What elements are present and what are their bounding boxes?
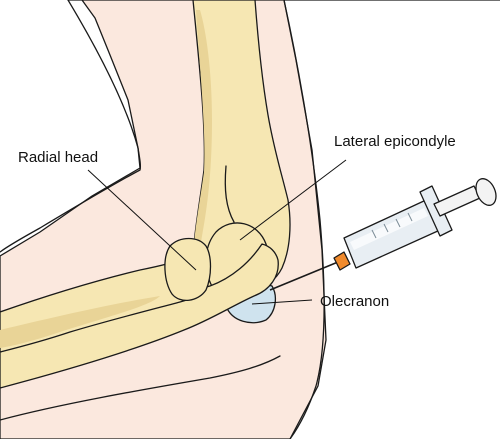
forearm-bones — [0, 237, 279, 389]
syringe-needle — [269, 261, 339, 291]
forearm-lower-edge — [0, 355, 281, 421]
syringe — [269, 178, 497, 291]
leader-olecranon — [251, 299, 313, 305]
syringe-flange — [419, 185, 453, 237]
radial-head-bone — [164, 237, 212, 301]
syringe-graduations — [371, 212, 413, 239]
humerus-shadow — [192, 10, 214, 290]
syringe-plunger-rod — [433, 185, 481, 217]
label-olecranon: Olecranon — [320, 293, 389, 310]
label-radial-head: Radial head — [18, 149, 98, 166]
needle-hub — [333, 251, 351, 271]
syringe-thumb-rest — [475, 178, 497, 206]
radial-head-shadow — [0, 296, 160, 348]
leader-lateral-epicondyle — [239, 159, 347, 241]
leader-radial-head — [87, 169, 197, 271]
trochlea-groove — [224, 165, 235, 223]
elbow-outer-edge — [283, 0, 325, 439]
syringe-barrel — [343, 199, 441, 269]
upper-arm-crease — [0, 0, 142, 253]
syringe-barrel-highlight — [350, 208, 428, 250]
label-lateral-epicondyle: Lateral epicondyle — [334, 133, 456, 150]
